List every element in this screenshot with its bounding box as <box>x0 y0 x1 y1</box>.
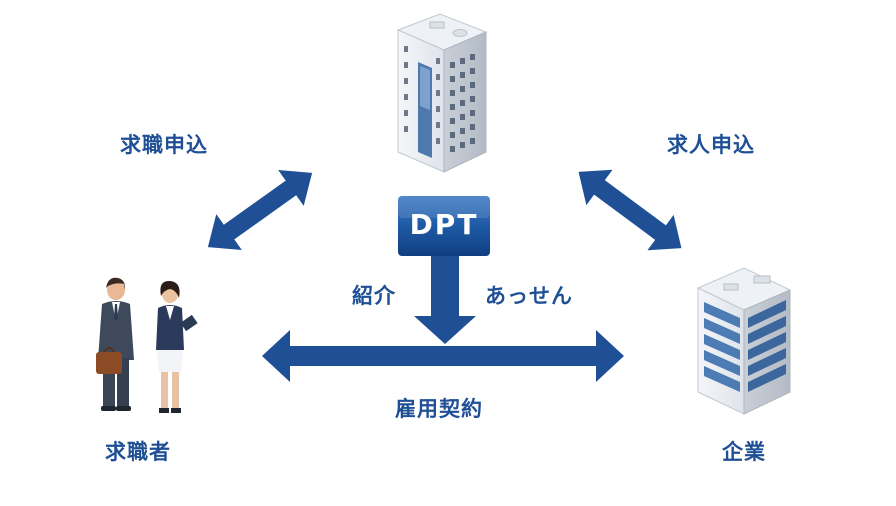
company-building-icon <box>696 267 792 415</box>
apply-recruit-label: 求人申込 <box>667 133 755 157</box>
recruit-application-arrow <box>578 169 682 251</box>
dpt-badge <box>398 196 490 256</box>
mediate-label: あっせん <box>485 284 573 308</box>
job-seeker-icon <box>96 277 198 413</box>
apply-job-label: 求職申込 <box>120 133 208 157</box>
agency-building-icon <box>396 13 488 173</box>
job-seeker-label: 求職者 <box>105 440 171 464</box>
introduce-label: 紹介 <box>352 284 396 308</box>
introduce-arrow <box>414 256 476 344</box>
job-application-arrow <box>207 170 313 250</box>
agency-badge-label: DPT <box>409 208 479 241</box>
employment-contract-label: 雇用契約 <box>395 397 483 421</box>
employment-arrow <box>262 330 624 382</box>
company-label: 企業 <box>722 440 766 464</box>
